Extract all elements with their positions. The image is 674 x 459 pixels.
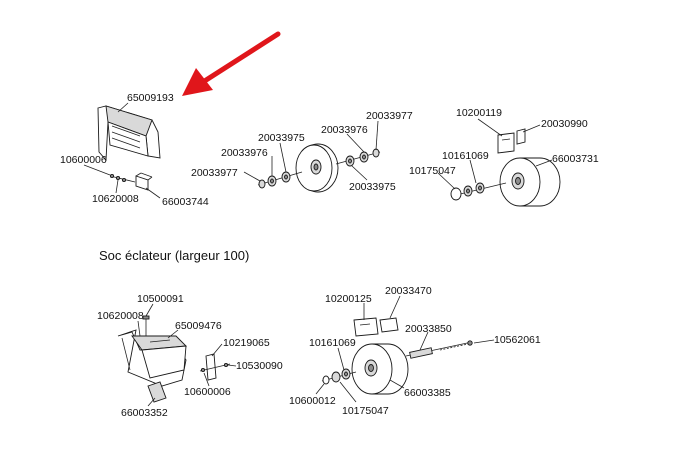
leader-lines-top-right (437, 118, 553, 190)
part-number-20033975-left: 20033975 (258, 132, 305, 144)
part-number-10175047-top: 10175047 (409, 165, 456, 177)
part-number-10530090: 10530090 (236, 360, 283, 372)
part-number-65009193: 65009193 (127, 92, 174, 104)
part-number-20033977-right: 20033977 (366, 110, 413, 122)
part-number-20033975-right: 20033975 (349, 181, 396, 193)
part-number-66003744: 66003744 (162, 196, 209, 208)
leader-lines-bottom-right (315, 295, 495, 403)
plate-20030990 (516, 128, 526, 145)
part-number-10620008: 10620008 (92, 193, 139, 205)
share-tip-66003352 (147, 381, 167, 403)
part-number-10200119: 10200119 (456, 107, 502, 119)
section-caption: Soc éclateur (largeur 100) (99, 248, 249, 263)
bearing-stack-right (335, 148, 381, 167)
wheel-top-right (499, 157, 561, 207)
leader-lines-top-middle (243, 120, 379, 182)
part-number-10161069-top: 10161069 (442, 150, 489, 162)
red-arrow-icon (182, 31, 281, 96)
part-number-20033976-right: 20033976 (321, 124, 368, 136)
bolt-nut-set-top-left (109, 172, 153, 191)
axle-20033850 (405, 340, 473, 359)
plate-10200125 (353, 317, 379, 337)
plate-10200119 (497, 132, 515, 154)
part-number-10620008-bottom: 10620008 (97, 310, 144, 322)
leader-lines-top-left (83, 102, 161, 199)
bearing-stack-bottom-right (321, 368, 357, 385)
part-number-66003731: 66003731 (552, 153, 599, 165)
part-number-10562061: 10562061 (494, 334, 541, 346)
part-number-10600006-bottom: 10600006 (184, 386, 231, 398)
wheel-top-middle (295, 143, 339, 193)
part-number-10175047-bottom: 10175047 (342, 405, 389, 417)
bearing-stack-top-right (450, 182, 507, 201)
wheel-bottom-right (351, 343, 409, 395)
part-number-66003352: 66003352 (121, 407, 168, 419)
part-number-10161069-bottom: 10161069 (309, 337, 356, 349)
part-number-10600012: 10600012 (289, 395, 336, 407)
part-number-10200125: 10200125 (325, 293, 372, 305)
plate-20033470 (379, 317, 399, 333)
leader-lines-bottom-left (137, 303, 237, 407)
part-number-20033976-left: 20033976 (221, 147, 268, 159)
bolt-10500091 (142, 315, 150, 336)
part-number-10500091: 10500091 (137, 293, 184, 305)
part-number-66003385: 66003385 (404, 387, 451, 399)
part-number-20033470: 20033470 (385, 285, 432, 297)
bearing-stack-left (257, 171, 303, 189)
shield-bracket-65009193 (97, 105, 161, 162)
part-number-20030990: 20030990 (541, 118, 588, 130)
part-number-10600006: 10600006 (60, 154, 107, 166)
part-number-65009476: 65009476 (175, 320, 222, 332)
bracket-10219065 (199, 353, 231, 381)
part-number-20033977-left: 20033977 (191, 167, 238, 179)
part-number-10219065: 10219065 (223, 337, 270, 349)
splitter-share-body (117, 329, 187, 387)
part-number-20033850: 20033850 (405, 323, 452, 335)
